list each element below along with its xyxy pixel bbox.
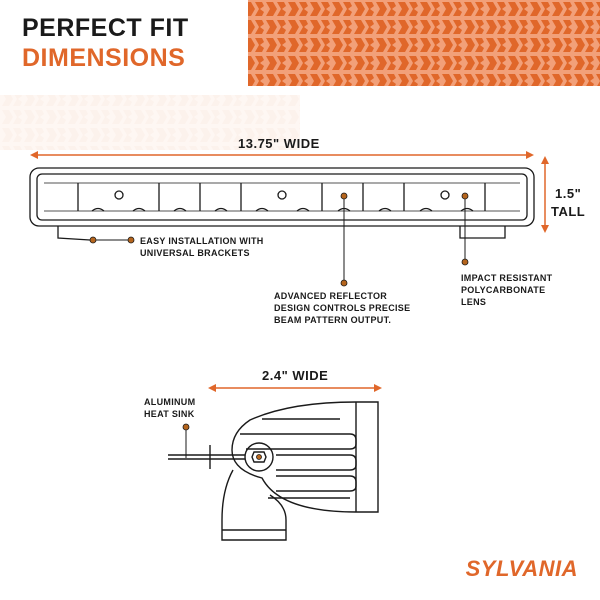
callout-reflector: ADVANCED REFLECTOR DESIGN CONTROLS PRECI…: [274, 290, 410, 326]
bar-height-value: 1.5": [555, 186, 582, 201]
callout-heatsink-line2: HEAT SINK: [144, 409, 195, 419]
page-title: PERFECT FIT: [22, 14, 189, 42]
side-width-label: 2.4" WIDE: [262, 368, 329, 383]
callout-brackets-line1: EASY INSTALLATION WITH: [140, 236, 264, 246]
callout-lens: IMPACT RESISTANT POLYCARBONATE LENS: [461, 272, 552, 308]
callout-heatsink: ALUMINUM HEAT SINK: [144, 396, 195, 420]
callout-lens-line2: POLYCARBONATE: [461, 285, 546, 295]
callout-lens-line3: LENS: [461, 297, 487, 307]
width-dimension-arrow: [30, 151, 534, 159]
light-bar-front-view: [29, 167, 535, 241]
bar-width-label: 13.75" WIDE: [238, 136, 320, 151]
callout-reflector-line1: ADVANCED REFLECTOR: [274, 291, 388, 301]
callout-brackets-line2: UNIVERSAL BRACKETS: [140, 248, 250, 258]
callout-reflector-line3: BEAM PATTERN OUTPUT.: [274, 315, 392, 325]
callout-heatsink-line1: ALUMINUM: [144, 397, 196, 407]
callout-reflector-line2: DESIGN CONTROLS PRECISE: [274, 303, 411, 313]
page-subtitle: DIMENSIONS: [22, 44, 186, 72]
callout-leaders: [89, 192, 469, 458]
height-dimension-arrow: [541, 156, 549, 233]
bar-height-unit: TALL: [551, 204, 586, 219]
side-width-dimension-arrow: [208, 384, 382, 392]
brand-logo: SYLVANIA: [465, 556, 578, 581]
tread-ghost-decoration: [0, 95, 300, 150]
light-side-view: [168, 401, 379, 541]
callout-brackets: EASY INSTALLATION WITH UNIVERSAL BRACKET…: [140, 235, 264, 259]
tread-pattern-decoration: [248, 0, 600, 86]
callout-lens-line1: IMPACT RESISTANT: [461, 273, 553, 283]
